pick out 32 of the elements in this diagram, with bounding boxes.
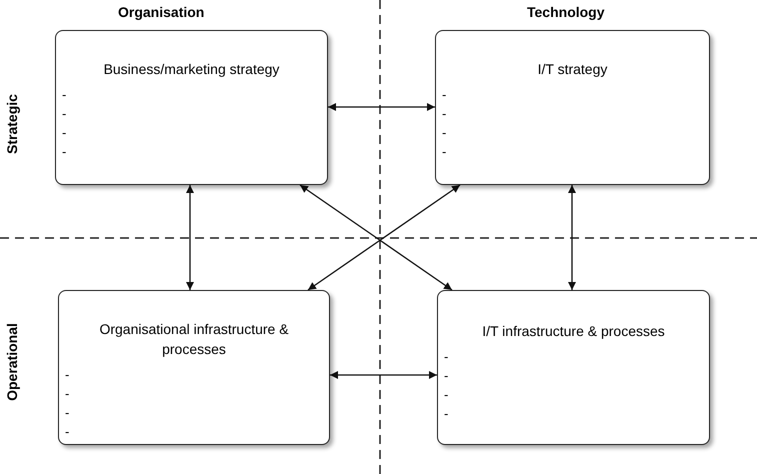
process-box	[55, 30, 328, 185]
bullet-dash: -	[442, 86, 446, 104]
box-title: I/T infrastructure & processes	[481, 322, 666, 341]
arrow	[568, 185, 576, 290]
bullet-dash: -	[62, 143, 66, 161]
bullet-dash: -	[65, 404, 70, 422]
process-box	[437, 290, 710, 445]
bullet-dash: -	[442, 124, 446, 142]
bullet-dash: -	[442, 105, 446, 123]
bullet-dash: -	[444, 367, 448, 385]
column-heading: Organisation	[118, 4, 204, 20]
process-box	[58, 290, 330, 445]
bullet-dash: -	[444, 386, 448, 404]
arrow	[186, 185, 194, 290]
bullet-dash: -	[62, 105, 66, 123]
row-heading: Operational	[4, 323, 20, 401]
bullet-dash: -	[444, 405, 448, 423]
bullet-dash: -	[444, 348, 448, 366]
bullet-dash: -	[65, 366, 70, 384]
row-heading: Strategic	[4, 94, 20, 154]
box-title: Organisational infrastructure & processes	[98, 320, 290, 359]
arrow	[328, 103, 435, 111]
bullet-dash: -	[442, 143, 446, 161]
bullet-dash: -	[65, 423, 70, 441]
process-box	[435, 30, 710, 185]
column-heading: Technology	[527, 4, 605, 20]
bullet-dash: -	[62, 86, 66, 104]
box-title: I/T strategy	[536, 60, 608, 79]
bullet-dash: -	[62, 124, 66, 142]
arrow	[330, 371, 437, 379]
bullet-dash: -	[65, 385, 70, 403]
box-title: Business/marketing strategy	[102, 60, 280, 79]
